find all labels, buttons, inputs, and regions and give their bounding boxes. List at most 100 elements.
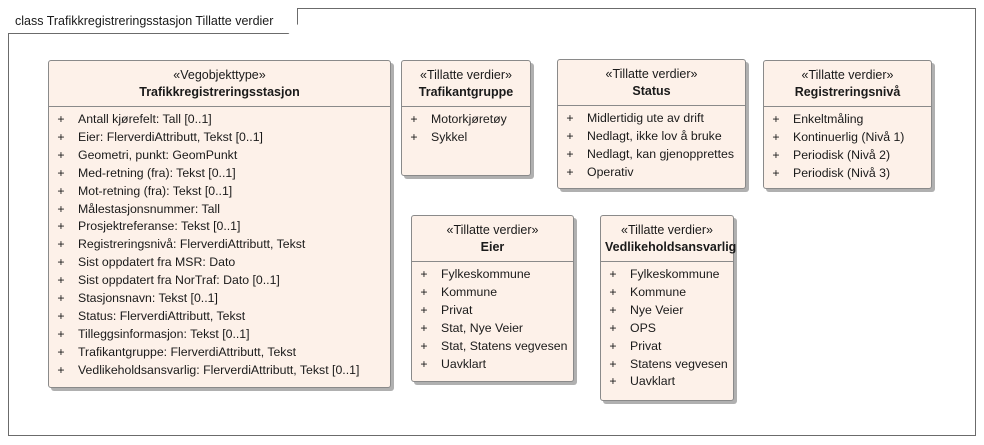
class-name: Trafikantgruppe — [418, 85, 514, 99]
public-visibility-icon: + — [420, 320, 428, 335]
attribute-text: Prosjektreferanse: Tekst [0..1] — [78, 219, 241, 234]
public-visibility-icon: + — [57, 112, 65, 126]
public-visibility-icon: + — [57, 255, 65, 270]
public-visibility-icon: + — [57, 219, 65, 234]
class-stereotype: «Tillatte verdier» — [605, 67, 698, 81]
value-row: +OPS — [601, 320, 733, 338]
public-visibility-icon: + — [772, 129, 780, 144]
value-text: Nye Veier — [630, 302, 684, 317]
value-text: Sykkel — [431, 129, 468, 144]
public-visibility-icon: + — [609, 284, 617, 299]
value-list: +Midlertidig ute av drift+Nedlagt, ikke … — [558, 106, 745, 182]
attribute-row: +Vedlikeholdsansvarlig: FlerverdiAttribu… — [49, 362, 390, 380]
public-visibility-icon: + — [609, 374, 617, 389]
attribute-text: Med-retning (fra): Tekst [0..1] — [78, 165, 236, 180]
value-row: + Stat, Nye Veier — [412, 320, 573, 338]
attribute-row: + Med-retning (fra): Tekst [0..1] — [49, 165, 390, 183]
public-visibility-icon: + — [420, 284, 428, 299]
class-header: «Vegobjekttype» Trafikkregistreringsstas… — [49, 61, 390, 107]
public-visibility-icon: + — [410, 112, 418, 126]
value-row: +Privat — [601, 338, 733, 356]
value-row: +Statens vegvesen — [601, 356, 733, 374]
attribute-text: Mot-retning (fra): Tekst [0..1] — [78, 183, 233, 198]
class-header: «Tillatte verdier» Eier — [412, 216, 573, 262]
public-visibility-icon: + — [772, 165, 780, 180]
attribute-row: + Antall kjørefelt: Tall [0..1] — [49, 111, 390, 129]
value-text: Periodisk (Nivå 3) — [793, 165, 891, 180]
class-box-trafikantgruppe[interactable]: «Tillatte verdier» Trafikantgruppe + Moto… — [401, 60, 531, 176]
class-name: Registreringsnivå — [794, 85, 901, 99]
attribute-text: Geometri, punkt: GeomPunkt — [78, 147, 238, 162]
public-visibility-icon: + — [772, 147, 780, 162]
value-list: +Fylkeskommune+Kommune+Nye Veier+OPS+Pri… — [601, 262, 733, 391]
attribute-text: Stasjonsnavn: Tekst [0..1] — [78, 291, 218, 306]
value-row: + Periodisk (Nivå 3) — [764, 165, 931, 183]
public-visibility-icon: + — [57, 308, 65, 323]
class-name: Vedlikeholdsansvarlig — [605, 240, 737, 254]
attribute-row: + Sist oppdatert fra NorTraf: Dato [0..1] — [49, 272, 390, 290]
public-visibility-icon: + — [566, 111, 574, 125]
value-text: Kontinuerlig (Nivå 1) — [793, 129, 905, 144]
attribute-row: + Eier: FlerverdiAttributt, Tekst [0..1] — [49, 129, 390, 147]
public-visibility-icon: + — [566, 146, 574, 161]
value-row: + Periodisk (Nivå 2) — [764, 147, 931, 165]
public-visibility-icon: + — [57, 165, 65, 180]
attribute-row: + Stasjonsnavn: Tekst [0..1] — [49, 290, 390, 308]
class-header: «Tillatte verdier» Vedlikeholdsansvarlig — [601, 216, 737, 262]
public-visibility-icon: + — [609, 302, 617, 317]
class-box-vedlikeholdsansvarlig[interactable]: «Tillatte verdier» Vedlikeholdsansvarlig… — [600, 215, 737, 401]
attribute-text: Eier: FlerverdiAttributt, Tekst [0..1] — [78, 129, 263, 144]
value-text: Uavklart — [630, 374, 676, 389]
public-visibility-icon: + — [57, 273, 65, 288]
value-text: Motorkjøretøy — [431, 112, 507, 126]
class-box-eier[interactable]: «Tillatte verdier» Eier +Fylkeskommune+K… — [411, 215, 574, 382]
value-text: Stat, Nye Veier — [441, 320, 524, 335]
value-row: +Stat, Statens vegvesen — [412, 338, 573, 356]
public-visibility-icon: + — [57, 129, 65, 144]
value-row: +Fylkeskommune — [412, 266, 573, 284]
attribute-text: Sist oppdatert fra MSR: Dato — [78, 255, 236, 270]
public-visibility-icon: + — [566, 128, 574, 143]
class-stereotype: «Tillatte verdier» — [801, 68, 894, 82]
class-header: «Tillatte verdier» Trafikantgruppe — [402, 61, 530, 107]
public-visibility-icon: + — [57, 344, 65, 359]
value-row: + Uavklart — [601, 373, 733, 391]
class-name: Status — [632, 84, 671, 98]
attribute-row: +Trafikantgruppe: FlerverdiAttributt, Te… — [49, 344, 390, 362]
attribute-row: + Mot-retning (fra): Tekst [0..1] — [49, 183, 390, 201]
attribute-text: Sist oppdatert fra NorTraf: Dato [0..1] — [78, 273, 280, 288]
attribute-text: Antall kjørefelt: Tall [0..1] — [78, 112, 212, 126]
value-row: +Kommune — [601, 284, 733, 302]
class-stereotype: «Vegobjekttype» — [173, 68, 266, 82]
public-visibility-icon: + — [57, 237, 65, 252]
class-stereotype: «Tillatte verdier» — [420, 68, 512, 82]
public-visibility-icon: + — [57, 147, 65, 162]
attribute-text: Tilleggsinformasjon: Tekst [0..1] — [78, 326, 250, 341]
value-text: Fylkeskommune — [630, 267, 720, 281]
class-box-status[interactable]: «Tillatte verdier» Status +Midlertidig u… — [557, 59, 746, 189]
attribute-row: + Sist oppdatert fra MSR: Dato — [49, 254, 390, 272]
public-visibility-icon: + — [609, 267, 617, 281]
value-row: +Enkeltmåling — [764, 111, 931, 129]
public-visibility-icon: + — [57, 183, 65, 198]
public-visibility-icon: + — [420, 356, 428, 371]
value-text: Nedlagt, kan gjenopprettes — [587, 146, 734, 161]
attribute-text: Status: FlerverdiAttributt, Tekst — [78, 308, 246, 323]
class-name: Trafikkregistreringsstasjon — [139, 85, 300, 99]
public-visibility-icon: + — [609, 338, 617, 353]
value-list: +Enkeltmåling+Kontinuerlig (Nivå 1)+Peri… — [764, 107, 931, 183]
class-box-registreringsniva[interactable]: «Tillatte verdier» Registreringsnivå +En… — [763, 60, 932, 189]
value-row: + Nedlagt, kan gjenopprettes — [558, 146, 745, 164]
attribute-row: + Status: FlerverdiAttributt, Tekst — [49, 308, 390, 326]
public-visibility-icon: + — [57, 291, 65, 306]
class-box-trafikkregistreringsstasjon[interactable]: «Vegobjekttype» Trafikkregistreringsstas… — [48, 60, 391, 388]
value-row: + Motorkjøretøy — [402, 111, 530, 129]
public-visibility-icon: + — [420, 338, 428, 353]
attribute-row: +Registreringsnivå: FlerverdiAttributt, … — [49, 236, 390, 254]
value-text: Periodisk (Nivå 2) — [793, 147, 891, 162]
public-visibility-icon: + — [420, 302, 428, 317]
value-text: Enkeltmåling — [793, 112, 864, 126]
frame-title: class Trafikkregistreringsstasjon Tillat… — [8, 8, 298, 34]
value-text: Fylkeskommune — [441, 267, 531, 281]
attribute-row: +Tilleggsinformasjon: Tekst [0..1] — [49, 326, 390, 344]
